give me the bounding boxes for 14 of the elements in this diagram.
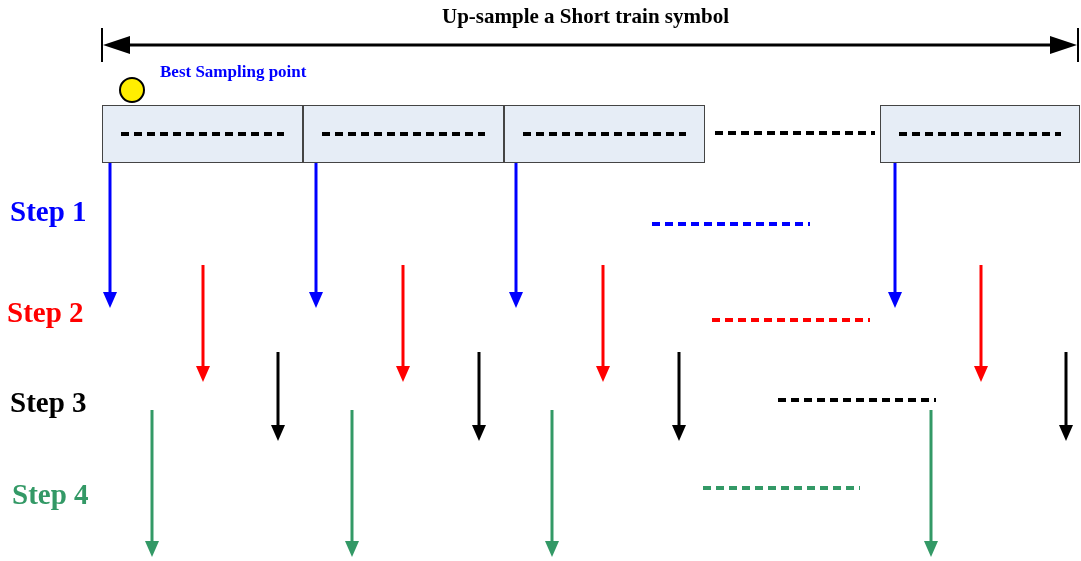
arrow [509, 163, 523, 308]
arrow [888, 163, 902, 308]
symbol-segment-box [303, 105, 504, 163]
symbol-segment-box [880, 105, 1080, 163]
step-label: Step 4 [12, 480, 89, 509]
step-label: Step 3 [10, 388, 87, 417]
symbol-segment-box [102, 105, 303, 163]
step-label: Step 1 [10, 197, 87, 226]
step-label: Step 2 [7, 298, 84, 327]
point-label: Best Sampling point [160, 63, 307, 80]
dimension-label: Up-sample a Short train symbol [442, 6, 730, 27]
symbol-segment-box [504, 105, 705, 163]
arrow [309, 163, 323, 308]
arrow [103, 163, 117, 308]
